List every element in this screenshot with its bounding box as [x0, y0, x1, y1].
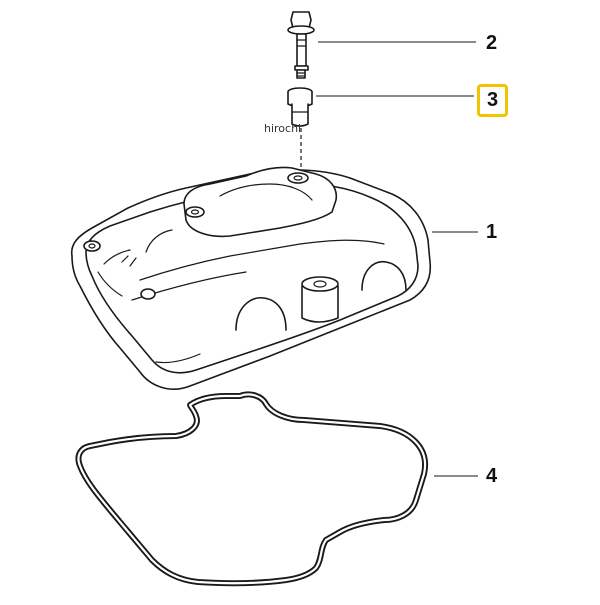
grommet-part [287, 87, 313, 127]
callout-4: 4 [486, 465, 498, 487]
bolt-part [287, 11, 315, 79]
gasket-part [75, 391, 429, 587]
valve-cover-part [70, 166, 432, 390]
callout-1: 1 [486, 221, 498, 243]
callout-2: 2 [486, 32, 498, 54]
watermark-text: hirochi [264, 122, 302, 135]
callout-3: 3 [477, 84, 509, 117]
